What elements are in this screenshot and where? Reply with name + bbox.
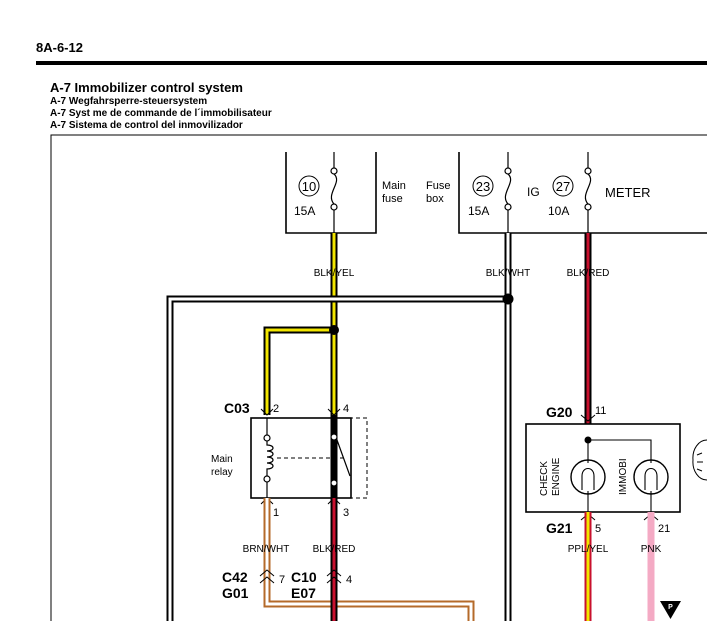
wire-label-blk-wht: BLK/WHT <box>486 268 530 279</box>
subtitle-german: A-7 Wegfahrsperre-steuersystem <box>50 96 208 107</box>
connector-c42: C42 <box>222 569 248 585</box>
meter-pin-21: 21 <box>658 523 670 535</box>
fuse-number-23: 23 <box>476 179 490 194</box>
relay-pin-2: 2 <box>273 403 279 415</box>
wire-label-brn-wht: BRN/WHT <box>243 544 290 555</box>
subtitle-spanish: A-7 Sistema de control del inmovilizador <box>50 120 243 131</box>
fuse-symbol-23 <box>504 167 512 211</box>
fuse-feed-lines <box>333 152 589 168</box>
fuse-out-lines <box>333 210 589 233</box>
relay-pin-1: 1 <box>273 507 279 519</box>
relay-pin-3: 3 <box>343 507 349 519</box>
main-relay-box <box>250 417 352 499</box>
fuse-number-circle-27 <box>552 175 574 197</box>
connector-g01: G01 <box>222 585 249 601</box>
relay-pin-ticks <box>260 408 341 505</box>
splice-dot-blk-wht <box>502 293 514 305</box>
fuse-number-27: 27 <box>556 179 570 194</box>
wire-label-blk-red: BLK/RED <box>567 268 610 279</box>
fuse-number-circle-23 <box>472 175 494 197</box>
relay-pin-4: 4 <box>343 403 349 415</box>
wire-label-blk-red-relay: BLK/RED <box>313 544 356 555</box>
edge-component-icon <box>692 439 707 481</box>
splice-dot-blk-yel <box>329 325 339 335</box>
page-reference-marker-icon <box>660 601 681 619</box>
connector-g20: G20 <box>546 404 573 420</box>
immobi-label: IMMOBI <box>618 458 629 495</box>
fuse-label-ig: IG <box>527 185 540 199</box>
fuse-rating-27: 10A <box>548 204 569 218</box>
fuse-rating-10: 15A <box>294 204 315 218</box>
page-number: 8A-6-12 <box>36 40 83 55</box>
fuse-label-meter: METER <box>605 185 651 200</box>
wire-label-blk-yel: BLK/YEL <box>314 268 355 279</box>
meter-internal-lines <box>587 439 652 512</box>
fuse-box-label-2: box <box>426 193 444 205</box>
main-fuse-label-1: Main <box>382 180 406 192</box>
check-engine-lamp-icon <box>570 459 606 495</box>
edge-component-hatch <box>696 452 703 472</box>
fuse-symbol-10 <box>330 167 338 211</box>
main-relay-label-2: relay <box>211 467 233 478</box>
wire-label-pnk: PNK <box>641 544 662 555</box>
immobi-lamp-icon <box>633 459 669 495</box>
meter-cluster-box <box>525 423 681 513</box>
fuse-symbol-27 <box>584 167 592 211</box>
connector-g21: G21 <box>546 520 573 536</box>
subtitle-french: A-7 Syst me de commande de l´immobilisat… <box>50 108 272 119</box>
connector-e07: E07 <box>291 585 316 601</box>
meter-pin-5: 5 <box>595 523 601 535</box>
check-engine-label-2: ENGINE <box>551 457 562 496</box>
wire-blk-wht <box>166 233 512 621</box>
connector-c10: C10 <box>291 569 317 585</box>
diagram-title: A-7 Immobilizer control system <box>50 80 243 95</box>
fuse-rating-23: 15A <box>468 204 489 218</box>
diagram-frame <box>50 134 707 621</box>
meter-splice-dot <box>584 436 592 444</box>
main-fuse-box <box>285 152 377 234</box>
bottom-connector-ticks <box>259 569 342 584</box>
connector-c03: C03 <box>224 400 250 416</box>
page-reference-marker-label: P <box>668 604 673 611</box>
fuse-box <box>458 152 707 234</box>
fuse-number-circle-10 <box>298 175 320 197</box>
main-fuse-label-2: fuse <box>382 193 403 205</box>
header-rule <box>36 61 707 65</box>
meter-pin-11: 11 <box>595 405 606 417</box>
check-engine-label-1: CHECK <box>539 461 550 496</box>
fuse-number-10: 10 <box>302 179 316 194</box>
relay-coil-symbol <box>263 434 274 483</box>
connector-pin-4: 4 <box>346 574 352 586</box>
connector-pin-7: 7 <box>279 574 285 586</box>
wire-label-ppl-yel: PPL/YEL <box>568 544 609 555</box>
wire-brn-wht <box>263 498 475 621</box>
wire-blk-yel-branch <box>263 326 334 415</box>
fuse-box-label-1: Fuse <box>426 180 450 192</box>
main-relay-label-1: Main <box>211 454 233 465</box>
